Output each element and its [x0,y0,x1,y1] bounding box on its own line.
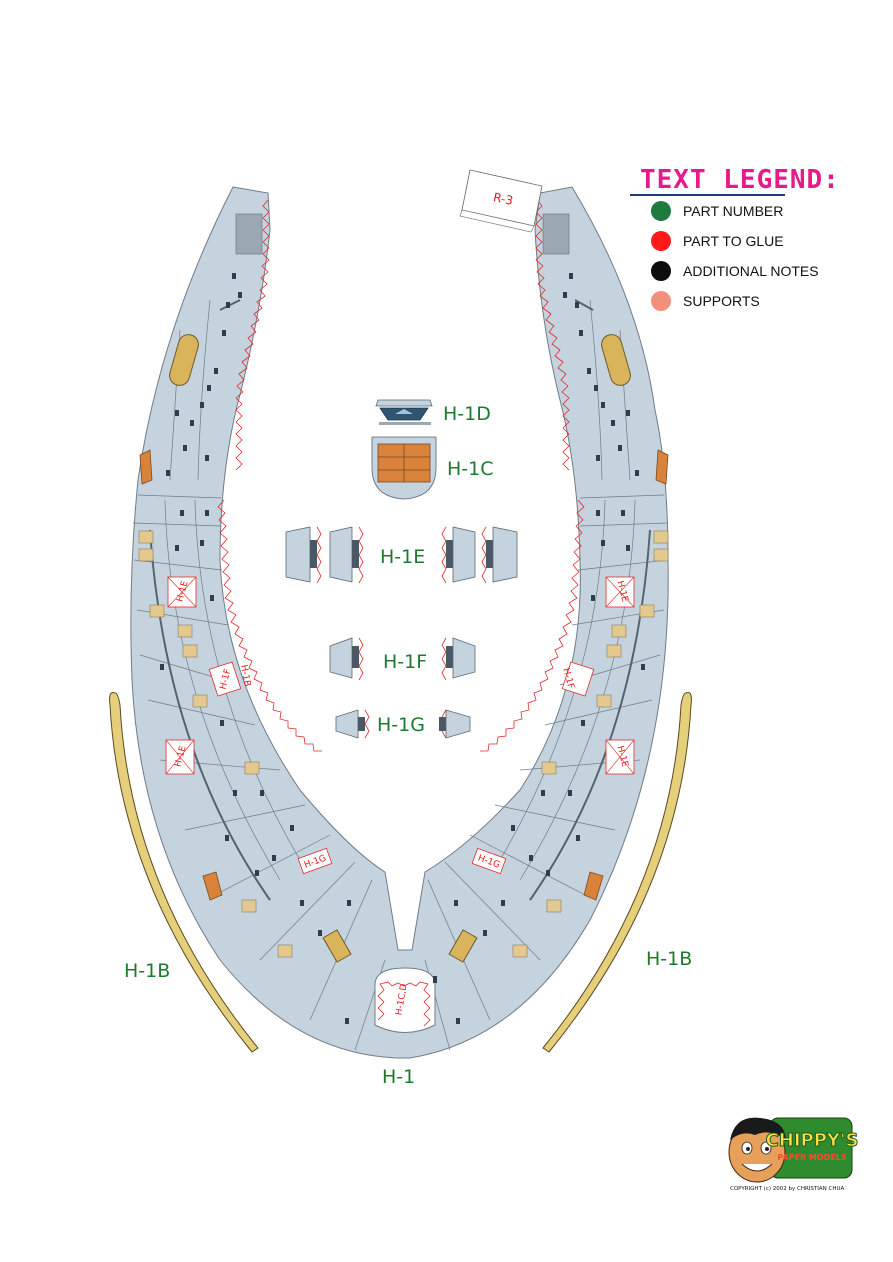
glue-mark-h1e-lower-left: H-1E [165,739,195,775]
part-label-h1b-right: H-1B [646,948,692,970]
part-h1e-group [285,526,518,584]
tab-part-r3: R-3 [459,169,543,233]
copyright-text: COPYRIGHT (c) 2002 by CHRISTIAN CHUA [730,1186,844,1192]
glue-mark-h1b-left: H-1B [238,664,252,687]
legend-swatch [651,291,671,311]
part-label-h1e: H-1E [380,546,425,568]
glue-label: H-1B [238,664,252,687]
part-h1c [371,436,437,500]
legend-item-additional-notes: ADDITIONAL NOTES [651,261,819,281]
legend-swatch [651,231,671,251]
legend-item-label: PART TO GLUE [683,233,784,249]
part-label-h1c: H-1C [447,458,494,480]
part-h1f-group [329,637,476,681]
support-strip-h1b-right [542,692,692,1053]
legend-item-part-to-glue: PART TO GLUE [651,231,784,251]
support-strip-h1b-left [109,692,259,1053]
hull-part-h1 [130,186,669,1059]
legend-item-label: ADDITIONAL NOTES [683,263,819,279]
glue-mark-h1e-upper-left: H-1E [167,576,197,608]
chippys-logo: CHIPPY'S PAPER MODELS COPYRIGHT (c) 2002… [728,1117,859,1192]
part-h1d [375,399,433,425]
part-label-h1f: H-1F [383,651,427,673]
part-label-h1g: H-1G [377,714,425,736]
glue-mark-h1e-upper-right: H-1E [605,576,635,608]
part-label-h1b-left: H-1B [124,960,170,982]
legend-swatch [651,201,671,221]
part-label-r3: R-3 [492,190,514,208]
logo-tagline: PAPER MODELS [777,1153,847,1162]
legend-item-part-number: PART NUMBER [651,201,783,221]
glue-mark-h1g-right: H-1G [471,847,507,875]
legend-item-label: PART NUMBER [683,203,783,219]
logo-name: CHIPPY'S [766,1130,859,1151]
legend-swatch [651,261,671,281]
legend-title: TEXT LEGEND: [640,165,840,195]
part-label-h1: H-1 [382,1066,415,1088]
legend-item-supports: SUPPORTS [651,291,760,311]
glue-mark-h1g-left: H-1G [297,847,333,875]
glue-mark-h1f-left: H-1F [208,661,242,697]
glue-mark-h1e-lower-right: H-1E [605,739,635,775]
text-legend: TEXT LEGEND: PART NUMBER PART TO GLUE AD… [630,165,840,311]
logo-hair [730,1117,786,1140]
legend-item-label: SUPPORTS [683,293,760,309]
glue-mark-h1f-right: H-1F [560,661,595,697]
part-label-h1d: H-1D [443,403,491,425]
part-h1g-group [335,709,471,739]
